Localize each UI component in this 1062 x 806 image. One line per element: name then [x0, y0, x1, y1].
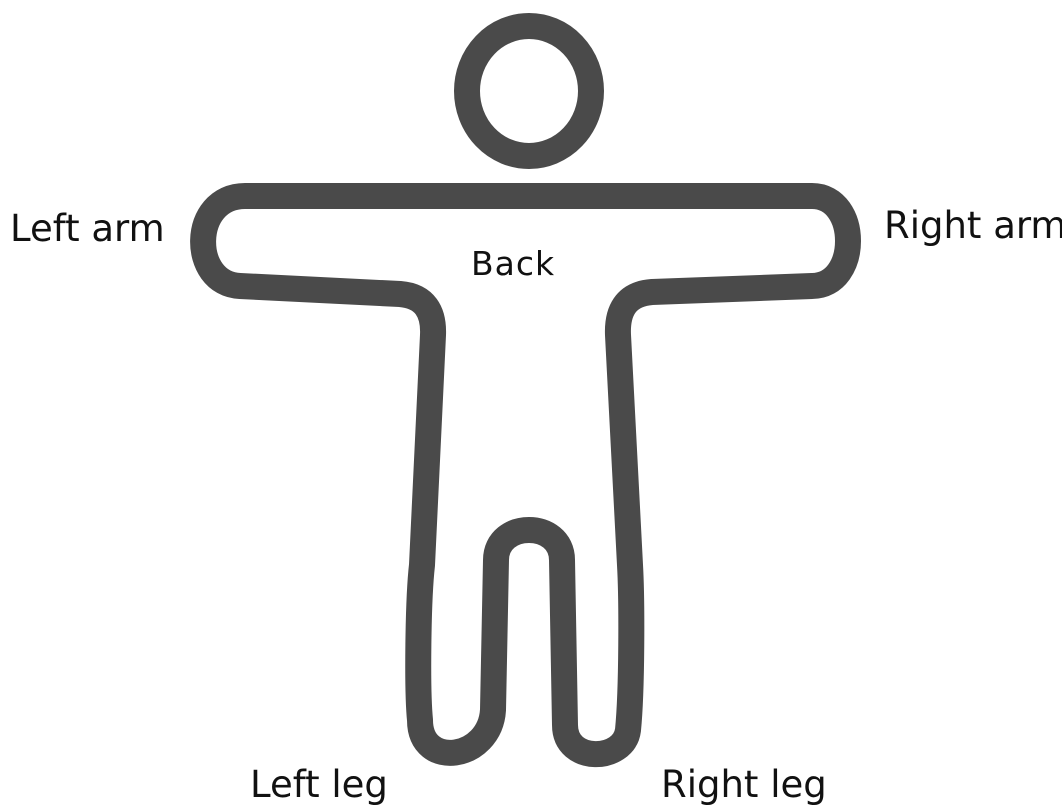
left-leg-label: Left leg: [250, 766, 388, 803]
head-outline: [467, 26, 591, 156]
left-arm-label: Left arm: [10, 210, 165, 247]
back-label: Back: [471, 247, 555, 280]
right-arm-label: Right arm: [884, 207, 1062, 244]
right-leg-label: Right leg: [661, 766, 827, 803]
